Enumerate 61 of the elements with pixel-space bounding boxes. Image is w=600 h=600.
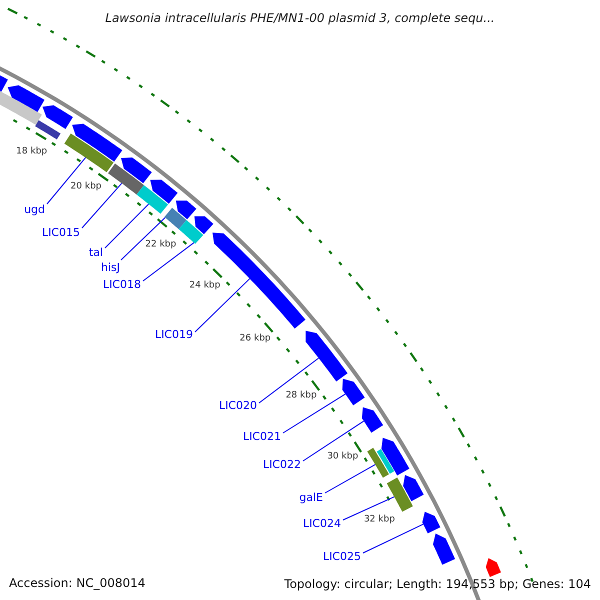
gene-label: galE	[299, 492, 323, 503]
scale-label: 30 kbp	[327, 452, 358, 462]
gene-label: LIC019	[154, 329, 193, 340]
gene-segment	[381, 438, 410, 476]
leader-line	[342, 496, 395, 520]
gene-segment	[306, 330, 348, 382]
summary-text: Topology: circular; Length: 194,553 bp; Genes: 104	[284, 578, 591, 590]
leader-line	[120, 217, 166, 260]
gene-block	[367, 448, 389, 478]
gene-segment	[42, 105, 73, 129]
gene-segment	[121, 158, 152, 184]
leader-line	[258, 358, 320, 404]
gene-label: LIC015	[42, 227, 80, 238]
gene-segment	[176, 200, 196, 220]
gene-segment	[342, 378, 365, 406]
gene-label: LIC020	[218, 400, 257, 411]
gene-segment	[362, 407, 384, 433]
gene-block	[376, 449, 394, 474]
leader-line	[362, 524, 424, 554]
gene-block	[35, 120, 61, 140]
gene-segment	[150, 180, 178, 204]
gene-label: LIC024	[302, 518, 341, 529]
gene-label: tal	[88, 247, 103, 258]
title: Lawsonia intracellularis PHE/MN1-00 plasmid 3, complete sequ...	[104, 12, 496, 24]
leader-line	[194, 278, 250, 332]
gene-segment	[0, 74, 8, 92]
scale-label: 32 kbp	[364, 515, 395, 524]
gene-label: LIC018	[102, 279, 141, 290]
gene-block	[108, 164, 144, 195]
leader-line	[104, 204, 150, 248]
gene-block	[0, 89, 42, 125]
leader-line	[142, 242, 194, 282]
gene-block	[178, 220, 204, 244]
accession-text: Accession: NC_008014	[9, 577, 146, 589]
gene-block	[64, 134, 114, 172]
gene-segment	[8, 85, 44, 112]
scale-label: 26 kbp	[240, 334, 271, 344]
gene-block	[386, 478, 413, 512]
gene-label: ugd	[24, 204, 45, 215]
scale-label: 22 kbp	[145, 240, 176, 250]
scale-label: 28 kbp	[286, 392, 317, 401]
gene-segment	[194, 216, 214, 234]
leader-line	[282, 394, 346, 434]
scale-label: 24 kbp	[189, 282, 220, 291]
gene-segment	[486, 558, 501, 577]
leader-line	[82, 182, 122, 228]
gene-block	[136, 185, 168, 214]
scale-label: 20 kbp	[70, 182, 102, 192]
gene-label: LIC021	[242, 431, 281, 442]
gene-block	[164, 208, 186, 230]
gene-label: hisJ	[100, 262, 120, 273]
scale-label: 18 kbp	[16, 147, 48, 156]
leader-line	[302, 420, 364, 462]
gene-segment	[403, 475, 424, 502]
gene-label: LIC022	[262, 459, 301, 470]
gene-segment	[422, 512, 440, 534]
leader-line	[324, 464, 376, 494]
gene-segment	[433, 534, 456, 565]
leader-line	[46, 157, 86, 204]
gene-label: LIC025	[322, 551, 361, 562]
gene-segment	[72, 124, 122, 162]
